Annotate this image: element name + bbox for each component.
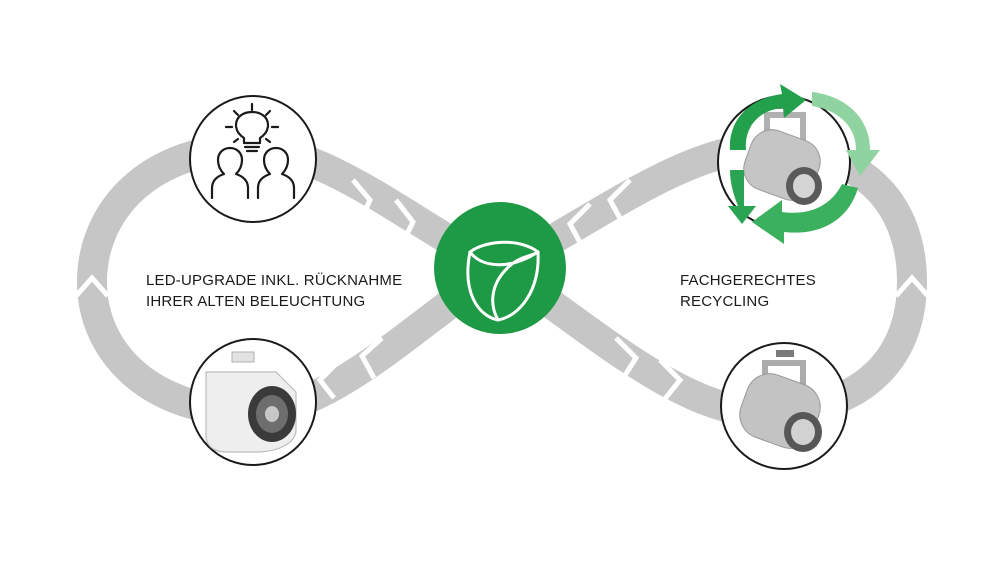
chevron-lower-right [614, 336, 640, 382]
caption-led-upgrade: LED-UPGRADE INKL. RÜCKNAHME IHRER ALTEN … [146, 270, 402, 312]
leaf-logo-icon [466, 240, 540, 322]
caption-right-line-1: FACHGERECHTES [680, 272, 816, 289]
caption-recycling: FACHGERECHTES RECYCLING [680, 270, 816, 312]
recycling-arrows-spotlight-icon [728, 84, 880, 244]
chevron-upper-left-2 [394, 198, 416, 246]
node-bottom-left [189, 338, 317, 466]
chevron-upper-left [351, 178, 373, 224]
loop-band [77, 133, 927, 427]
chevron-lower-left [358, 336, 384, 380]
chevron-lower-left-2 [316, 358, 342, 400]
chevron-right-side [894, 274, 930, 298]
lightbulb-people-icon [210, 102, 296, 200]
node-top-right [717, 84, 880, 244]
chevron-upper-right [606, 178, 632, 224]
node-bottom-right [720, 342, 848, 470]
old-silver-spotlight-icon [739, 350, 822, 452]
chevron-upper-right-2 [566, 202, 592, 248]
direction-chevrons [74, 178, 930, 402]
caption-left-line-1: LED-UPGRADE INKL. RÜCKNAHME [146, 272, 403, 289]
chevron-lower-right-2 [658, 358, 684, 402]
loop-band-right [491, 133, 927, 427]
loop-band-left [77, 133, 509, 427]
white-led-spotlight-icon [205, 351, 297, 453]
node-center [434, 202, 566, 334]
caption-left-line-2: IHRER ALTEN BELEUCHTUNG [146, 293, 366, 310]
chevron-left-side [74, 274, 110, 298]
node-top-left [189, 95, 317, 223]
caption-right-line-2: RECYCLING [680, 293, 770, 310]
